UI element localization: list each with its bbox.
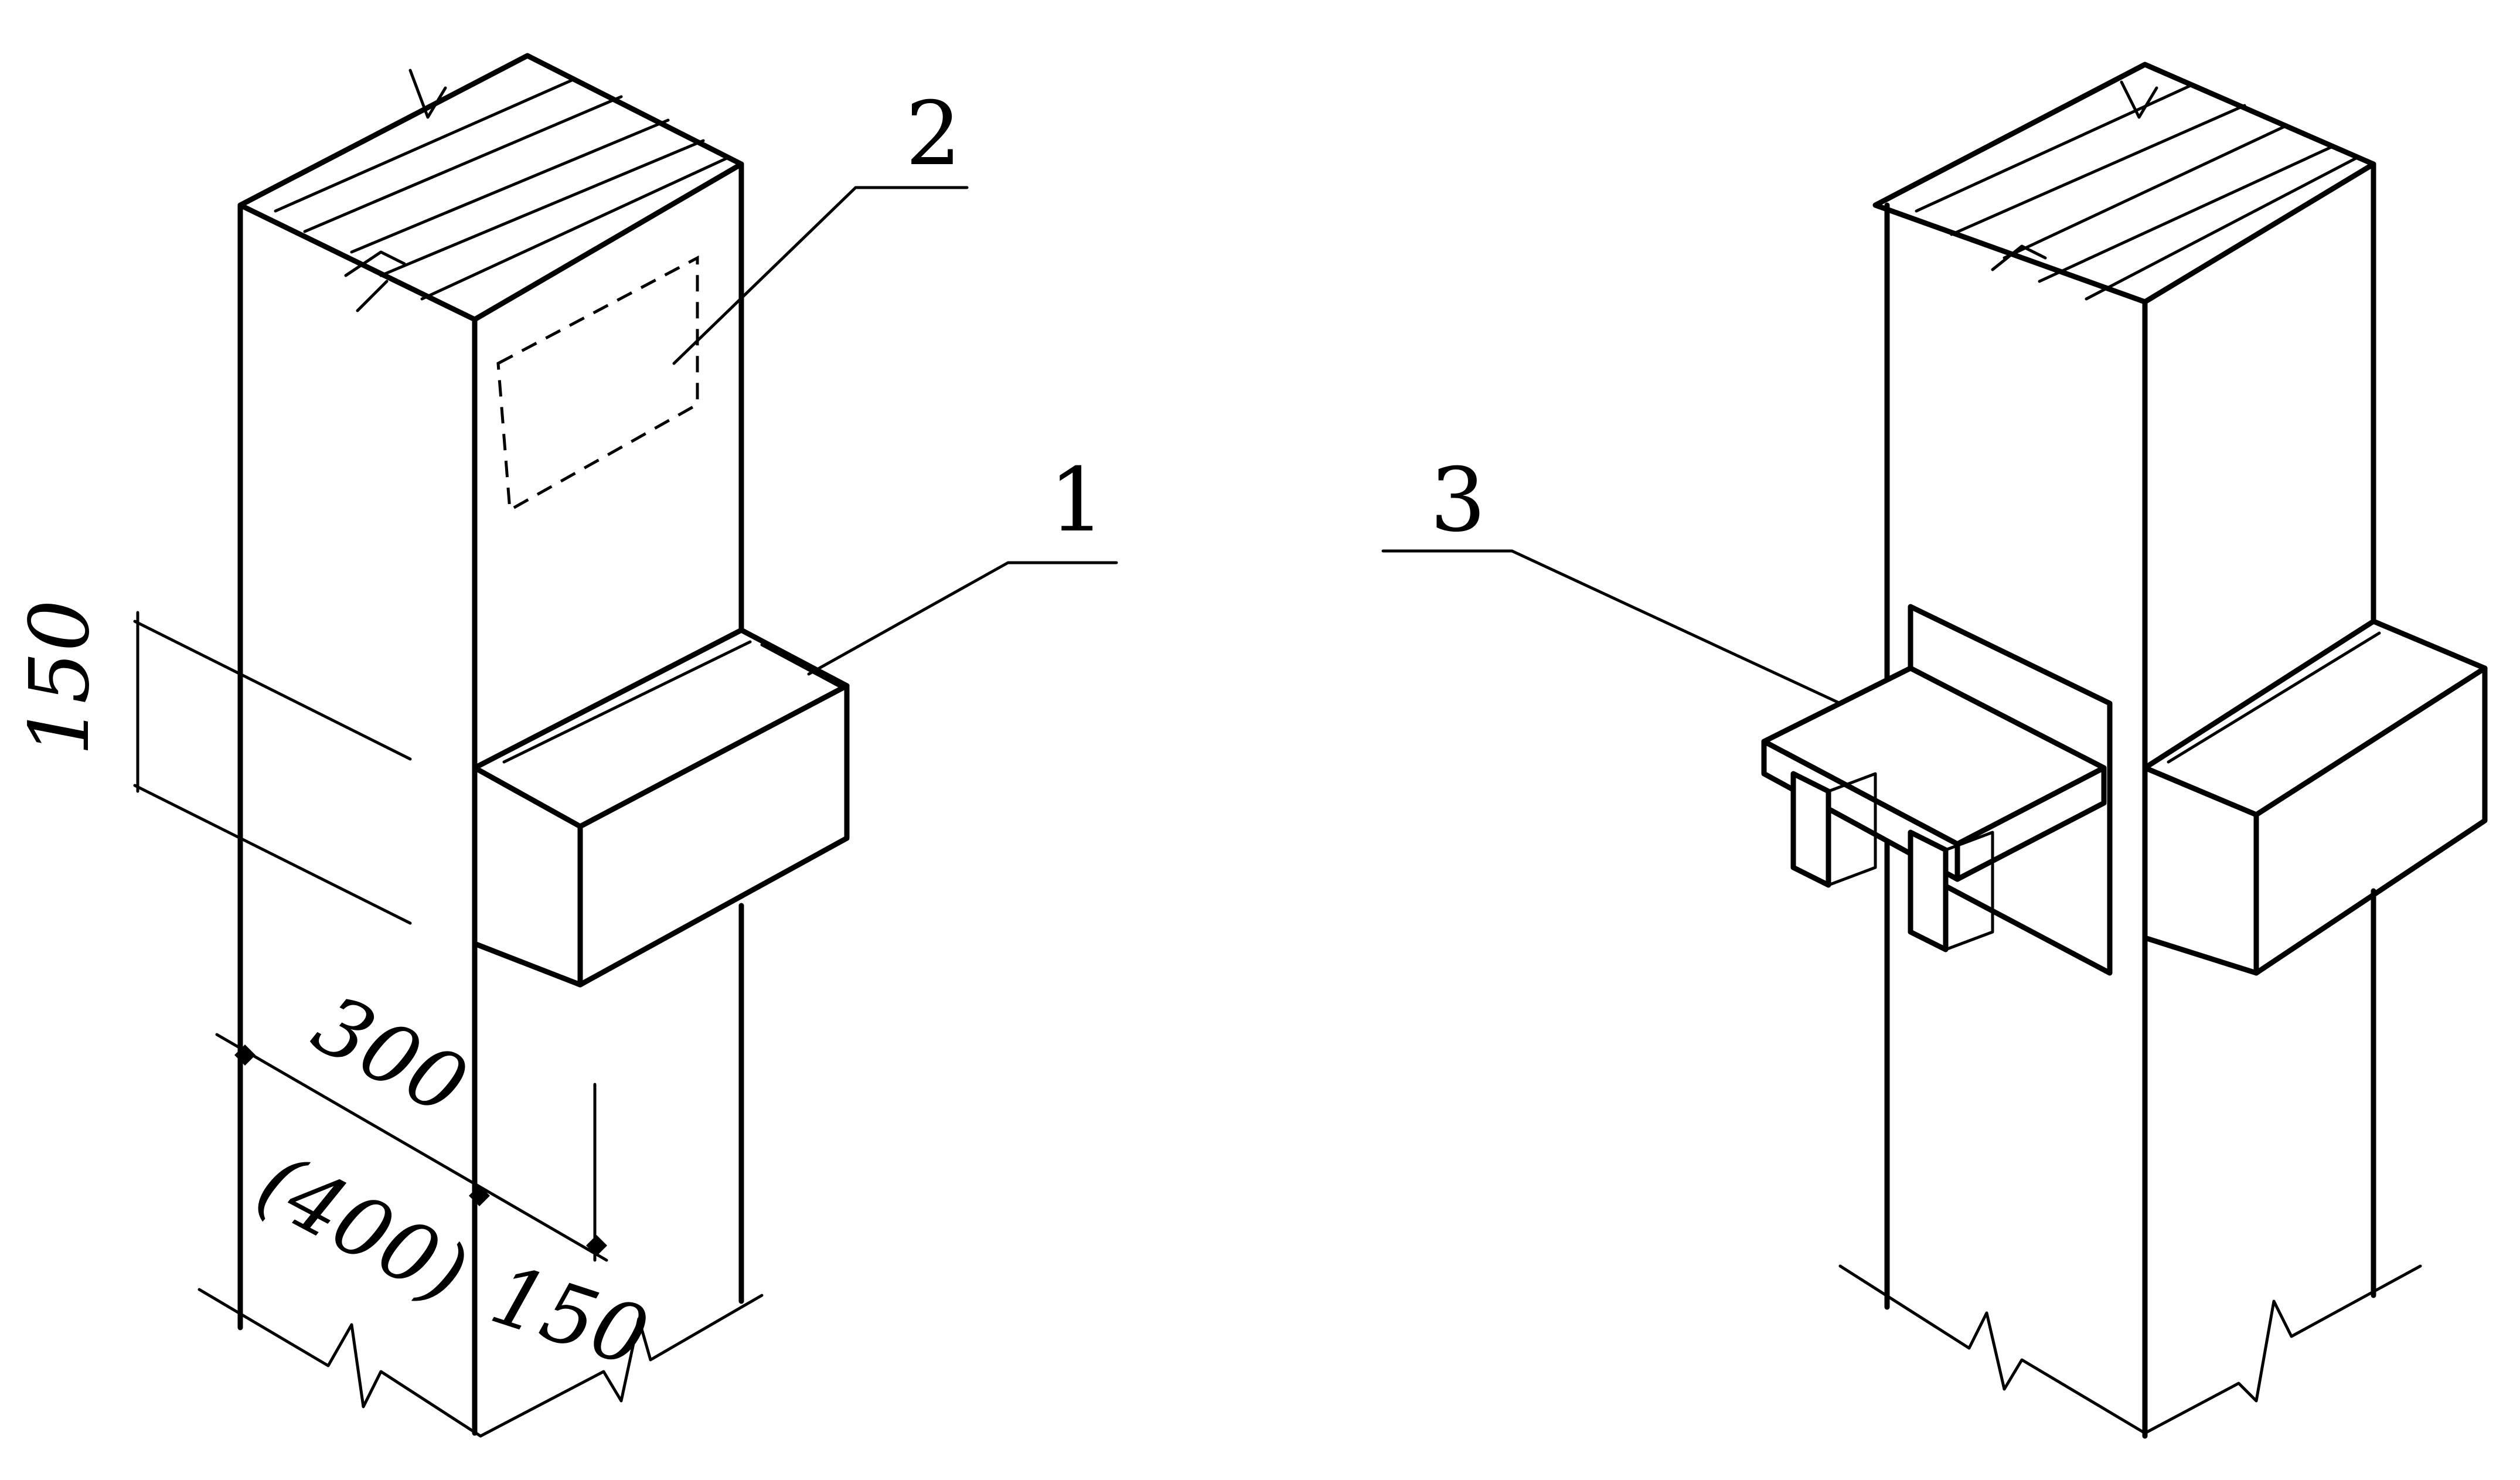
dimension-ledge-height: 150 bbox=[12, 600, 108, 756]
callout-1: 1 bbox=[1049, 450, 1105, 552]
dimension-ledge-depth: 150 bbox=[480, 1247, 659, 1386]
dimension-column-width: 300 bbox=[298, 977, 481, 1134]
left-column bbox=[133, 53, 1118, 1438]
dimension-column-width-alt: (400) bbox=[243, 1135, 482, 1323]
callout-3: 3 bbox=[1430, 450, 1486, 552]
right-column bbox=[1381, 62, 2488, 1439]
callout-2: 2 bbox=[905, 83, 961, 185]
